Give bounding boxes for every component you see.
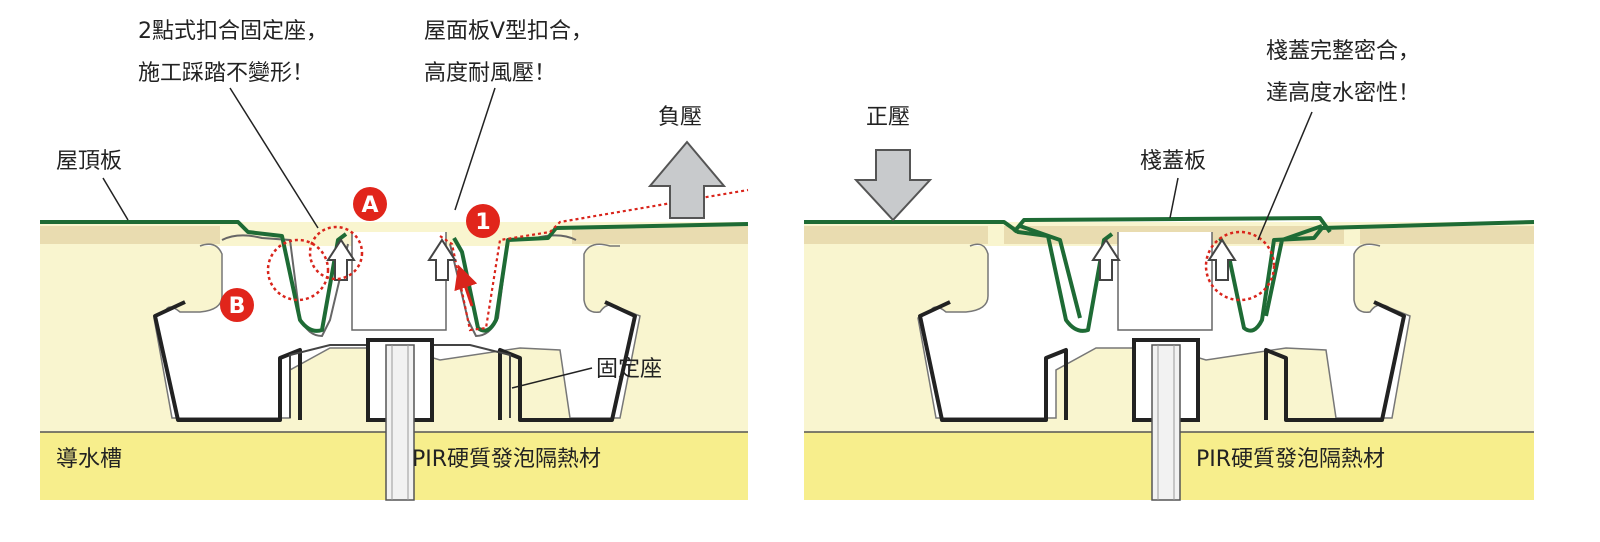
roof-panel-label: 屋頂板 [56,149,122,174]
cap-plate-label: 棧蓋板 [1140,149,1206,174]
seal-line1: 棧蓋完整密合， [1266,39,1420,64]
left-highlight-circle-b [266,238,330,302]
callout-1-line2: 高度耐風壓！ [424,61,556,86]
svg-text:1: 1 [475,210,490,235]
badge-a [353,187,387,221]
left-red-arrow [454,264,478,307]
positive-pressure-label: 正壓 [866,105,910,130]
svg-text:A: A [361,193,378,218]
right-seal-highlight-circle [1204,230,1276,302]
left-insulation-label: PIR硬質發泡隔熱材 [412,447,601,472]
callout-1-line1: 屋面板V型扣合， [424,19,593,44]
right-cap-plate-green [1012,216,1332,319]
left-highlight-circle-a [308,225,364,281]
bracket-label: 固定座 [596,357,662,382]
seal-line2: 達高度水密性！ [1266,81,1420,106]
positive-pressure-arrow [853,149,933,222]
left-uplift-dashed [439,188,749,332]
badge-1 [466,204,500,238]
negative-pressure-label: 負壓 [658,105,702,130]
left-screw [385,344,415,501]
left-gutter-outline [153,300,302,422]
left-diagram: A B 1 [40,87,749,501]
callout-a-line2: 施工踩踏不變形！ [138,61,314,86]
right-diagram [804,111,1535,501]
right-insulation-label: PIR硬質發泡隔熱材 [1196,447,1385,472]
svg-text:B: B [229,294,246,319]
callout-a-line1: 2點式扣合固定座， [138,19,328,44]
left-clip-arrow-1 [427,238,457,281]
gutter-label: 導水槽 [56,447,122,472]
negative-pressure-arrow [647,140,727,219]
left-clip-arrow-a [326,238,356,281]
badge-b [220,288,254,322]
